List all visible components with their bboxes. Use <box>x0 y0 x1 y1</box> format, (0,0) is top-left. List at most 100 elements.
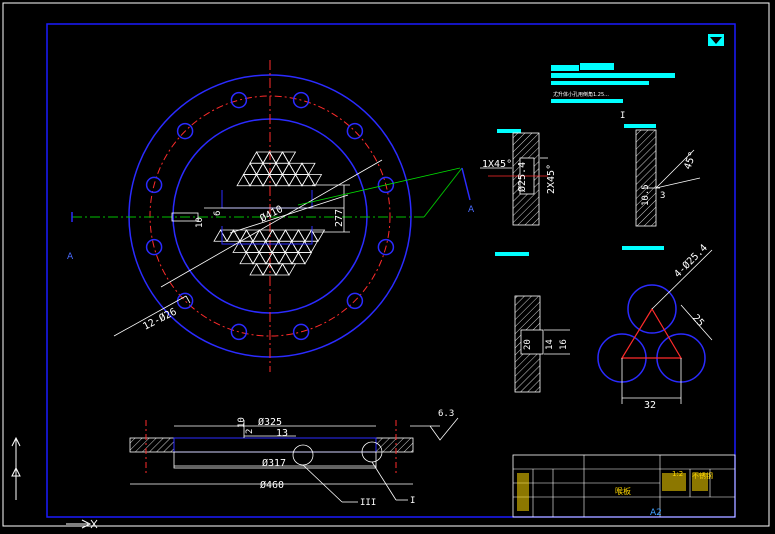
perforation-triangle <box>297 240 312 253</box>
bolt-hole <box>176 122 194 140</box>
ucs-icon <box>11 436 98 529</box>
perforation-triangle <box>291 229 306 242</box>
perforation-triangle <box>301 173 316 187</box>
perforation-triangle <box>281 174 297 187</box>
bolt-hole <box>292 91 310 109</box>
dim-dia-410: Ø410 <box>258 203 285 225</box>
perforation-triangle <box>213 229 228 242</box>
perforation-triangle <box>252 251 267 265</box>
title-size: A2 <box>650 508 662 518</box>
dim-6: 6 <box>213 211 223 216</box>
dim-dia-317: Ø317 <box>262 457 286 469</box>
title-scale: 1:2 <box>672 470 683 478</box>
roughness-symbol-icon <box>410 417 459 441</box>
bolt-hole <box>230 91 248 109</box>
perforation-triangle <box>245 240 260 253</box>
detail-view-4: 4-Ø25.4 25 32 <box>597 242 713 411</box>
section-view: III I Ø325 13 Ø317 Ø460 10 2 6.3 <box>129 409 459 508</box>
perforation-triangle <box>275 262 290 276</box>
title-material: 不锈钢 <box>692 471 713 480</box>
dim-dia-25-4: Ø25.4 <box>516 162 528 192</box>
perforation-triangle <box>288 173 303 187</box>
perforation-triangle <box>268 263 284 276</box>
perforation-triangle <box>288 162 303 176</box>
leader-label-iii: III <box>360 498 376 508</box>
top-view: A A 12-Ø26 Ø410 277 6 10 <box>67 60 475 372</box>
perforation-triangle <box>271 252 287 265</box>
section-label-left: A <box>67 252 74 262</box>
bolt-hole <box>145 176 163 194</box>
perforation-triangle <box>281 151 297 165</box>
perforation-triangle <box>255 162 271 175</box>
perforation-triangle <box>297 229 313 243</box>
perforation-triangle <box>281 162 297 175</box>
bolt-hole <box>145 238 163 256</box>
section-label-right: A <box>468 205 475 215</box>
dim-13: 13 <box>276 428 288 439</box>
detail-view-1: 1X45° Ø25.4 2X45° <box>480 129 557 226</box>
perforation-triangle <box>268 174 284 187</box>
perforation-triangle <box>249 173 264 187</box>
dim-dia-460: Ø460 <box>260 479 284 491</box>
dim-14: 14 <box>545 339 555 350</box>
bolt-hole <box>346 122 364 140</box>
perforation-triangle <box>242 174 258 187</box>
perforation-triangle <box>258 252 274 265</box>
perforation-triangle <box>249 262 264 276</box>
bolt-hole <box>346 292 364 310</box>
dim-10: 10 <box>195 217 205 228</box>
perforation-triangle <box>258 229 274 243</box>
roughness-value: 6.3 <box>438 409 454 419</box>
bolt-hole <box>377 238 395 256</box>
dim-sec-10: 10 <box>237 417 247 428</box>
dim-277: 277 <box>334 209 345 227</box>
perforation-triangle <box>284 252 300 265</box>
perforation-triangle <box>249 151 264 164</box>
detail-view-2: I 45° 10.5 3 <box>620 111 701 227</box>
perforation-triangle <box>294 162 310 175</box>
perforation-triangle <box>294 174 310 187</box>
dim-bolt-holes: 12-Ø26 <box>141 306 179 333</box>
perforation-triangle <box>255 151 271 165</box>
bolt-hole <box>176 292 194 310</box>
perforation-triangle <box>239 251 254 265</box>
perforation-triangle <box>275 173 290 187</box>
perforation-triangle <box>255 263 271 276</box>
perforation-triangle <box>277 240 293 254</box>
dim-sec-2: 2 <box>245 429 255 434</box>
perforation-triangle <box>281 263 297 276</box>
technical-requirements: 尤升体小孔用倒角1.25... <box>551 63 675 103</box>
dim-chamfer-2x45: 2X45° <box>546 164 557 194</box>
perforation-triangle <box>249 162 264 176</box>
perforation-triangle <box>303 240 319 254</box>
dim-4-holes: 4-Ø25.4 <box>672 242 710 280</box>
dim-angle-45: 45° <box>682 150 699 171</box>
drawing-frame <box>46 23 736 518</box>
perforation-triangle <box>268 151 284 165</box>
dim-3: 3 <box>660 191 665 201</box>
bolt-hole <box>292 323 310 341</box>
dim-r25: 25 <box>690 313 706 329</box>
perforation-triangle <box>278 251 293 265</box>
perforation-triangle <box>275 162 290 176</box>
perforation-triangle <box>271 240 286 253</box>
dim-16: 16 <box>559 339 569 350</box>
dim-20: 20 <box>523 339 533 350</box>
detail-label-i: I <box>620 111 625 121</box>
perforation-triangle <box>265 229 280 242</box>
perforation-triangle <box>236 173 251 187</box>
perforation-triangle <box>245 252 261 265</box>
perforation-triangle <box>242 162 258 175</box>
title-block: 喉板 1:2 不锈钢 A2 <box>512 454 736 518</box>
leader-label-i: I <box>410 496 415 506</box>
perforation-triangle <box>284 229 300 243</box>
perforation-triangle <box>232 229 248 243</box>
dim-10-5: 10.5 <box>641 184 651 206</box>
dim-32: 32 <box>644 400 656 411</box>
perforation-triangle <box>290 240 306 254</box>
perforation-triangle <box>278 229 293 242</box>
perforation-triangle <box>271 229 287 243</box>
perforation-triangle <box>251 240 267 254</box>
perforation-triangle <box>268 162 284 175</box>
